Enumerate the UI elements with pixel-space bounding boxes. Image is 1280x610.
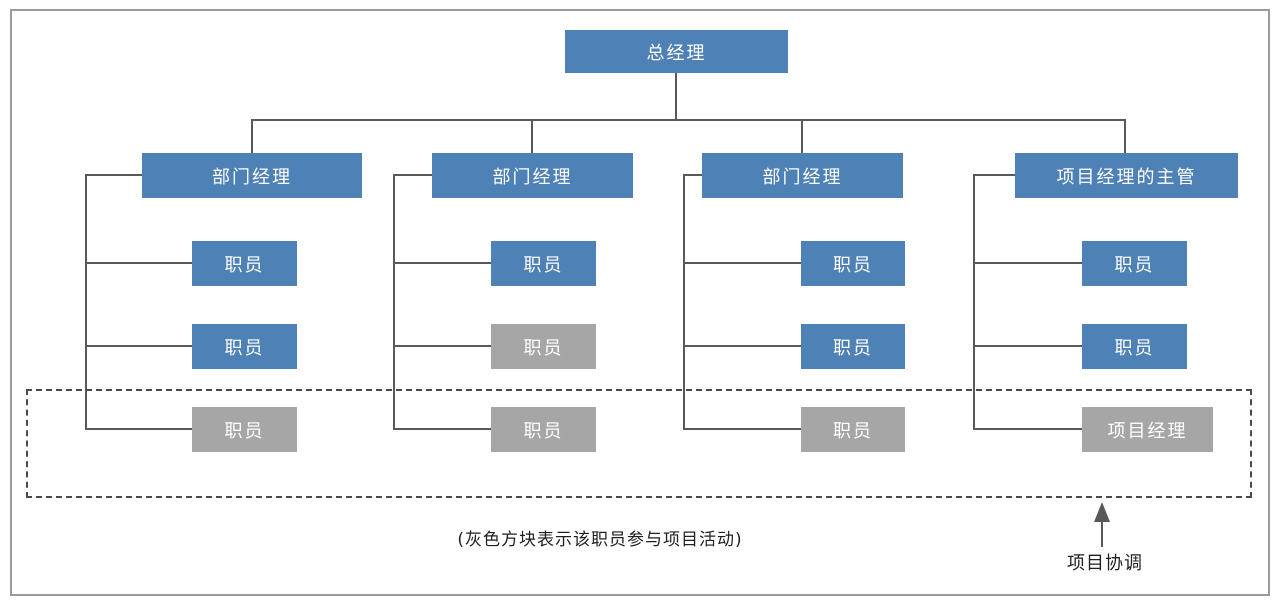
connector-drop-col4 xyxy=(1124,119,1126,153)
connector-vertical-col2 xyxy=(393,174,395,430)
connector-branch-col1-2 xyxy=(85,345,192,347)
box-dept-manager-1: 部门经理 xyxy=(142,153,362,198)
box-label: 职员 xyxy=(523,420,564,442)
box-staff-col2-3: 职员 xyxy=(491,407,596,452)
box-label: 项目经理的主管 xyxy=(1056,166,1197,188)
box-staff-col2-1: 职员 xyxy=(491,241,596,286)
connector-branch-col4-2 xyxy=(973,345,1082,347)
connector-stub-col1 xyxy=(85,174,142,176)
connector-branch-col3-2 xyxy=(683,345,801,347)
connector-branch-col2-1 xyxy=(393,262,491,264)
connector-vertical-col1 xyxy=(85,174,87,430)
connector-branch-col2-3 xyxy=(393,428,491,430)
box-staff-col4-1: 职员 xyxy=(1082,241,1187,286)
connector-branch-col4-3 xyxy=(973,428,1082,430)
connector-branch-col1-3 xyxy=(85,428,192,430)
box-label: 职员 xyxy=(224,420,265,442)
connector-stub-col4 xyxy=(973,174,1015,176)
box-dept-manager-2: 部门经理 xyxy=(432,153,633,198)
box-label: 项目经理 xyxy=(1107,420,1188,442)
box-label: 职员 xyxy=(224,254,265,276)
connector-branch-col3-1 xyxy=(683,262,801,264)
connector-vertical-col4 xyxy=(973,174,975,430)
box-label: 总经理 xyxy=(646,42,707,64)
connector-branch-col3-3 xyxy=(683,428,801,430)
box-staff-col1-1: 职员 xyxy=(192,241,297,286)
box-label: 职员 xyxy=(833,420,873,442)
connector-root-drop xyxy=(675,73,677,120)
box-staff-col3-2: 职员 xyxy=(801,324,905,369)
box-staff-col4-2: 职员 xyxy=(1082,324,1187,369)
connector-vertical-col3 xyxy=(683,174,685,430)
project-activities-dashed-boundary xyxy=(26,389,1252,498)
box-label: 职员 xyxy=(1114,337,1155,359)
project-coordination-label: 项目协调 xyxy=(1067,553,1143,574)
box-label: 职员 xyxy=(523,254,564,276)
box-pm-supervisor: 项目经理的主管 xyxy=(1015,153,1238,198)
connector-branch-col2-2 xyxy=(393,345,491,347)
connector-stub-col3 xyxy=(683,174,702,176)
arrow-up-icon xyxy=(1094,502,1110,522)
connector-branch-col1-1 xyxy=(85,262,192,264)
box-general-manager: 总经理 xyxy=(565,30,788,73)
box-staff-col2-2: 职员 xyxy=(491,324,596,369)
box-label: 部门经理 xyxy=(762,166,843,188)
box-label: 部门经理 xyxy=(212,166,292,188)
box-label: 职员 xyxy=(1114,254,1155,276)
diagram-border xyxy=(10,9,1270,596)
connector-span xyxy=(251,119,1126,121)
box-dept-manager-3: 部门经理 xyxy=(702,153,903,198)
box-label: 职员 xyxy=(523,337,564,359)
box-label: 部门经理 xyxy=(492,166,573,188)
box-label: 职员 xyxy=(224,337,265,359)
legend-caption: (灰色方块表示该职员参与项目活动) xyxy=(457,530,743,550)
connector-branch-col4-1 xyxy=(973,262,1082,264)
connector-drop-col3 xyxy=(801,119,803,153)
box-staff-col1-3: 职员 xyxy=(192,407,297,452)
box-staff-col3-1: 职员 xyxy=(801,241,905,286)
box-project-manager: 项目经理 xyxy=(1082,407,1213,452)
arrow-stem xyxy=(1101,519,1103,547)
connector-stub-col2 xyxy=(393,174,432,176)
box-staff-col1-2: 职员 xyxy=(192,324,297,369)
connector-drop-col2 xyxy=(531,119,533,153)
box-staff-col3-3: 职员 xyxy=(801,407,905,452)
box-label: 职员 xyxy=(833,337,873,359)
connector-drop-col1 xyxy=(251,119,253,153)
box-label: 职员 xyxy=(833,254,873,276)
